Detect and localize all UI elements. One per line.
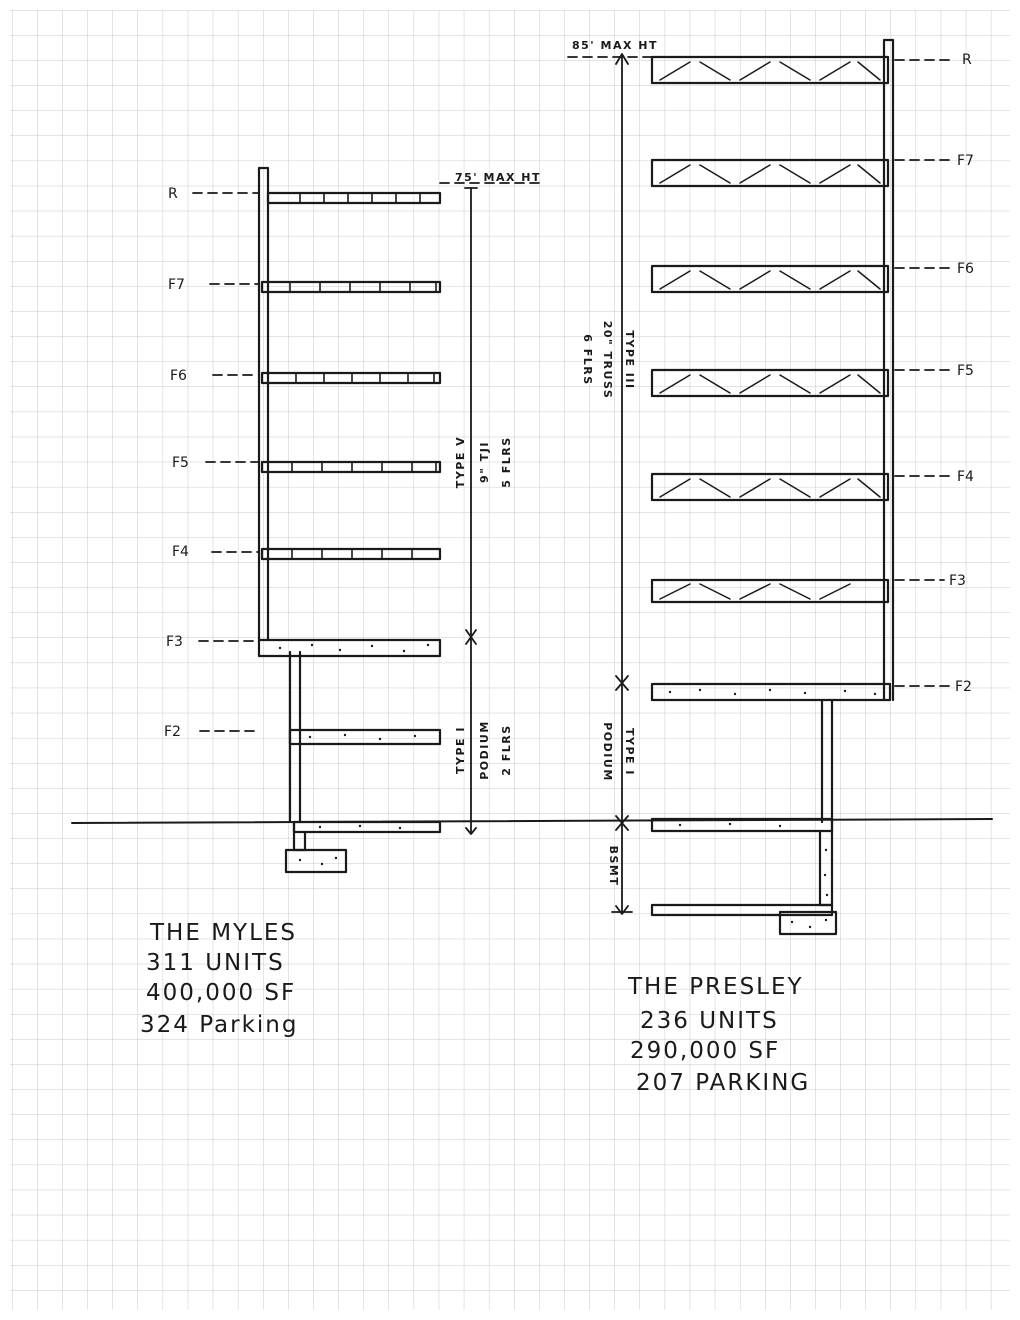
presley-max-height: 85' MAX HT [572, 39, 658, 52]
myles-level-r: R [168, 186, 178, 202]
presley-level-f2: F2 [955, 679, 972, 695]
presley-basement: BSMT [607, 846, 620, 887]
presley-level-f3: F3 [949, 573, 966, 589]
presley-name: THE PRESLEY [627, 974, 804, 1000]
presley-parking: 207 PARKING [636, 1070, 810, 1096]
myles-section-drawing [192, 166, 541, 874]
presley-upper-floors: 6 FLRS [581, 334, 594, 385]
presley-level-f5: F5 [957, 363, 974, 379]
presley-level-f4: F4 [957, 469, 974, 485]
myles-level-f3: F3 [166, 634, 183, 650]
presley-area: 290,000 SF [630, 1038, 780, 1064]
myles-units: 311 UNITS [146, 950, 285, 976]
myles-level-f7: F7 [168, 277, 185, 293]
presley-units: 236 UNITS [640, 1008, 779, 1034]
presley-podium-type: TYPE I [623, 728, 636, 776]
myles-level-f2: F2 [164, 724, 181, 740]
myles-name: THE MYLES [149, 920, 297, 946]
myles-area: 400,000 SF [146, 980, 296, 1006]
grade-line [71, 818, 993, 824]
myles-level-f4: F4 [172, 544, 189, 560]
myles-level-f6: F6 [170, 368, 187, 384]
presley-level-f7: F7 [957, 153, 974, 169]
presley-level-r: R [962, 52, 972, 68]
presley-upper-type: TYPE III [623, 330, 636, 389]
presley-podium-label: PODIUM [601, 722, 614, 782]
myles-parking: 324 Parking [140, 1012, 298, 1038]
presley-section-drawing [567, 38, 956, 936]
myles-podium-floors: 2 FLRS [500, 724, 513, 775]
myles-upper-type: TYPE V [454, 436, 467, 488]
myles-level-f5: F5 [172, 455, 189, 471]
presley-level-f6: F6 [957, 261, 974, 277]
myles-upper-joist: 9" TJI [478, 441, 491, 483]
presley-upper-truss: 20" TRUSS [601, 321, 614, 400]
myles-upper-floors: 5 FLRS [500, 436, 513, 487]
myles-podium-label: PODIUM [478, 720, 491, 780]
myles-podium-type: TYPE I [454, 726, 467, 774]
graph-paper-grid [10, 10, 1010, 1310]
myles-max-height: 75' MAX HT [455, 171, 541, 184]
